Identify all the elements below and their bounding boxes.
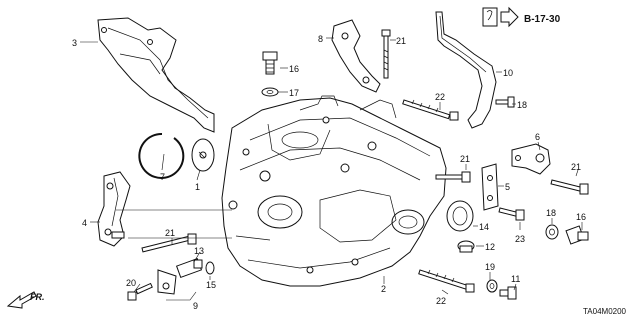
part-7-circlip	[138, 132, 185, 179]
reference-arrow-icon	[500, 6, 519, 28]
part-19-bolt	[495, 96, 515, 108]
callout-11[interactable]: 11	[511, 274, 520, 284]
leader-lines	[80, 37, 583, 301]
part-21-bolt-right	[550, 179, 589, 195]
callout-17[interactable]: 19	[485, 262, 495, 272]
part-4-bracket	[97, 171, 131, 247]
part-1-plate	[191, 138, 215, 172]
callout-21-right[interactable]: 21	[571, 162, 581, 172]
callout-21-top[interactable]: 21	[396, 36, 406, 46]
part-3-bracket	[97, 17, 215, 133]
callout-6[interactable]: 6	[535, 132, 540, 142]
part-5-plate	[481, 163, 499, 211]
callout-22-bottom[interactable]: 22	[436, 296, 446, 306]
part-6-bracket	[511, 143, 551, 175]
part-18-washer-right	[545, 224, 559, 240]
part-21-bolt-top	[381, 29, 391, 79]
part-17-washer	[486, 279, 498, 293]
figure-code: TA04M0200	[583, 307, 627, 316]
callout-13[interactable]: 13	[194, 246, 204, 256]
callout-9[interactable]: 9	[193, 301, 198, 311]
part-22-bolt-lower	[418, 269, 475, 293]
callout-12[interactable]: 12	[485, 242, 495, 252]
callout-labels: 3 7 1 4 8 21 16 17 22 10 18 6 21 5 21 14…	[72, 34, 586, 311]
part-14-oil-seal	[446, 200, 474, 232]
callout-16-top[interactable]: 16	[289, 64, 299, 74]
part-18-washer-top	[261, 87, 279, 97]
callout-21-mid[interactable]: 21	[460, 154, 470, 164]
part-8-bracket	[331, 19, 381, 93]
part-16-drain-plug-right	[565, 225, 589, 245]
part-12-plug	[457, 240, 475, 253]
part-10-rod-bracket	[435, 11, 497, 129]
callout-22-top[interactable]: 22	[435, 92, 445, 102]
part-13-switch	[175, 257, 203, 279]
reference-callout[interactable]: B-17-30	[482, 6, 561, 28]
front-direction-indicator: FR.	[6, 291, 45, 309]
callout-20[interactable]: 20	[126, 278, 136, 288]
callout-5[interactable]: 5	[505, 182, 510, 192]
callout-18-top[interactable]: 17	[289, 88, 299, 98]
callout-16-right[interactable]: 16	[576, 212, 586, 222]
callout-8[interactable]: 8	[318, 34, 323, 44]
direction-label: FR.	[30, 292, 45, 302]
callout-15[interactable]: 15	[206, 280, 216, 290]
callout-14[interactable]: 14	[479, 222, 489, 232]
reference-code: B-17-30	[524, 14, 561, 25]
part-16-drain-plug-top	[262, 51, 278, 75]
part-11-bolt	[499, 286, 517, 300]
callout-1[interactable]: 1	[195, 182, 200, 192]
front-arrow-icon	[6, 291, 37, 309]
callout-23[interactable]: 23	[515, 234, 525, 244]
part-21-bolt-mid	[435, 171, 471, 183]
part-20-bolt	[127, 282, 153, 301]
part-9-sensor	[157, 269, 177, 295]
callout-3[interactable]: 3	[72, 38, 77, 48]
callout-18-right[interactable]: 18	[546, 208, 556, 218]
part-2-transmission-case	[221, 95, 447, 287]
callout-21-left[interactable]: 21	[165, 228, 175, 238]
callout-19[interactable]: 18	[517, 100, 527, 110]
callout-2[interactable]: 2	[381, 284, 386, 294]
callout-7[interactable]: 7	[160, 172, 165, 182]
part-15-oring	[205, 261, 215, 275]
callout-4[interactable]: 4	[82, 218, 87, 228]
callout-10[interactable]: 10	[503, 68, 513, 78]
part-22-bolt-upper	[402, 99, 459, 121]
part-23-bolt	[498, 207, 525, 221]
